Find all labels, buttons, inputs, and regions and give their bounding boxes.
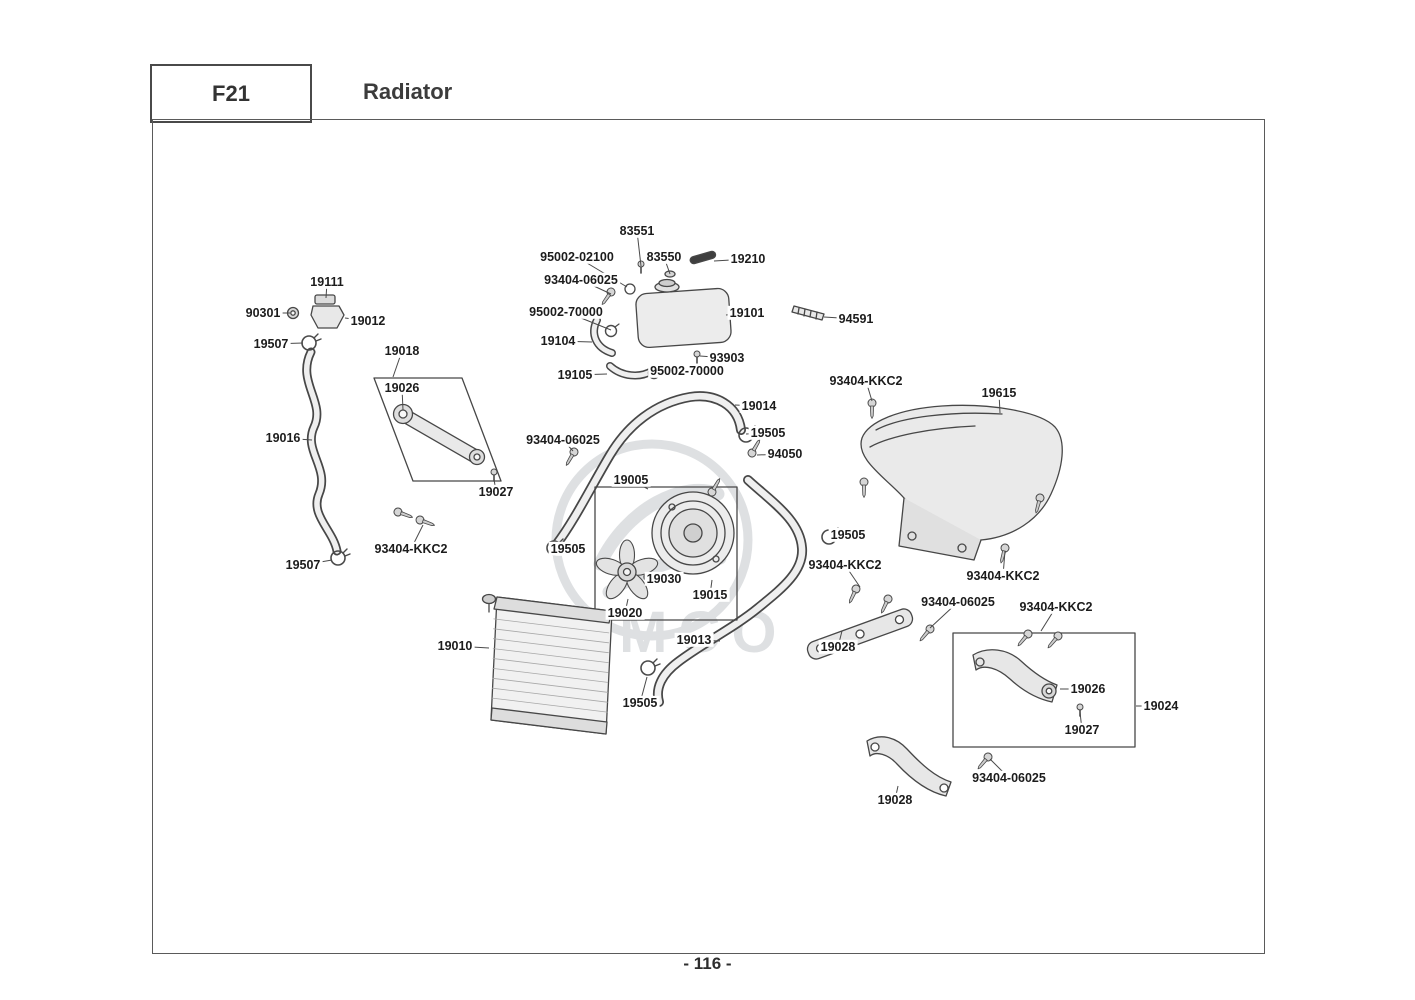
part-label-19005: 19005 [611, 472, 651, 488]
part-label-19030: 19030 [644, 571, 684, 587]
part-label-93404-KKC2: 93404-KKC2 [964, 568, 1042, 584]
part-label-83551: 83551 [617, 223, 657, 239]
part-label-93404-06025: 93404-06025 [524, 432, 602, 448]
part-label-19505: 19505 [748, 425, 788, 441]
part-label-19507: 19507 [283, 557, 323, 573]
part-label-93404-KKC2: 93404-KKC2 [372, 541, 450, 557]
part-label-95002-70000: 95002-70000 [648, 363, 726, 379]
part-label-19018: 19018 [382, 343, 422, 359]
part-label-93404-06025: 93404-06025 [970, 770, 1048, 786]
part-label-19027: 19027 [476, 484, 516, 500]
part-label-93404-06025: 93404-06025 [542, 272, 620, 288]
part-label-19027: 19027 [1062, 722, 1102, 738]
section-code-box: F21 [150, 64, 312, 123]
part-label-19104: 19104 [538, 333, 578, 349]
part-label-90301: 90301 [243, 305, 283, 321]
part-label-95002-70000: 95002-70000 [527, 304, 605, 320]
part-label-19014: 19014 [739, 398, 779, 414]
part-label-19507: 19507 [251, 336, 291, 352]
part-label-19026: 19026 [1068, 681, 1108, 697]
part-label-19013: 19013 [674, 632, 714, 648]
diagram-frame [152, 119, 1265, 954]
part-label-94050: 94050 [765, 446, 805, 462]
part-label-19210: 19210 [728, 251, 768, 267]
part-label-93404-KKC2: 93404-KKC2 [827, 373, 905, 389]
part-label-93404-KKC2: 93404-KKC2 [1017, 599, 1095, 615]
part-label-19020: 19020 [605, 605, 645, 621]
section-code: F21 [212, 80, 250, 106]
part-label-19101: 19101 [727, 305, 767, 321]
part-label-19111: 19111 [308, 274, 346, 290]
part-label-19028: 19028 [875, 792, 915, 808]
part-label-19024: 19024 [1141, 698, 1181, 714]
part-label-95002-02100: 95002-02100 [538, 249, 616, 265]
part-label-19026: 19026 [382, 380, 422, 396]
part-label-19012: 19012 [348, 313, 388, 329]
part-label-19028: 19028 [818, 639, 858, 655]
part-label-19015: 19015 [690, 587, 730, 603]
part-label-93404-KKC2: 93404-KKC2 [806, 557, 884, 573]
part-label-19615: 19615 [979, 385, 1019, 401]
part-label-19505: 19505 [620, 695, 660, 711]
page-number: - 116 - [683, 954, 732, 973]
part-label-19505: 19505 [828, 527, 868, 543]
part-label-19010: 19010 [435, 638, 475, 654]
part-label-93903: 93903 [707, 350, 747, 366]
part-label-83550: 83550 [644, 249, 684, 265]
part-label-19016: 19016 [263, 430, 303, 446]
part-label-19105: 19105 [555, 367, 595, 383]
page-title: Radiator [363, 79, 453, 104]
part-label-94591: 94591 [836, 311, 876, 327]
part-label-93404-06025: 93404-06025 [919, 594, 997, 610]
part-label-19505: 19505 [548, 541, 588, 557]
